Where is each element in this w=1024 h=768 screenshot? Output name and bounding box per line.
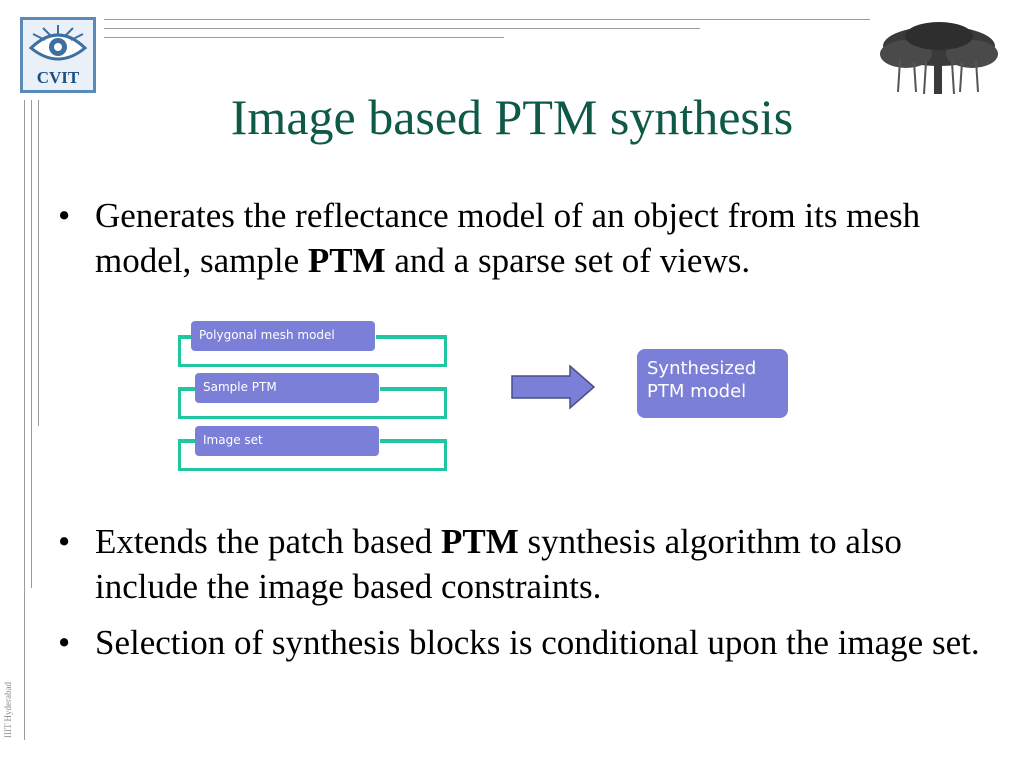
input-bracket [178,337,447,367]
input-bracket [178,441,447,471]
bracket-cap [380,439,447,443]
input-box-image-set: Image set [195,426,379,456]
tree-icon [876,16,1002,103]
bullet-marker: • [58,196,71,235]
input-bracket [178,389,447,419]
bracket-cap [376,335,447,339]
cvit-logo: CVIT [20,17,96,93]
eye-icon: CVIT [28,25,88,87]
output-line: PTM model [647,381,747,402]
logo-text: CVIT [37,68,80,87]
bullet-item: • Extends the patch based PTM synthesis … [58,519,998,609]
output-line: Synthesized [647,358,757,379]
input-box-sample-ptm: Sample PTM [195,373,379,403]
side-rule [38,100,39,426]
bullet-text: Selection of synthesis blocks is conditi… [95,623,980,662]
header-rule [104,37,504,38]
bullet-text: Extends the patch based PTM synthesis al… [95,522,902,606]
bracket-cap [380,387,447,391]
header-rule [104,19,870,20]
output-box: Synthesized PTM model [637,349,788,418]
bracket-cap [178,387,196,391]
watermark-text: IIIT Hyderabad [3,681,14,739]
right-arrow-icon [511,364,596,410]
bullet-marker: • [58,522,71,561]
side-rule [24,100,25,740]
bullet-item: • Selection of synthesis blocks is condi… [58,620,998,665]
slide-title: Image based PTM synthesis [230,89,794,145]
input-box-mesh: Polygonal mesh model [191,321,375,351]
bracket-cap [178,335,194,339]
header-rule [104,28,700,29]
side-rule [31,100,32,588]
bullet-item: • Generates the reflectance model of an … [58,193,998,283]
bracket-cap [178,439,196,443]
bullet-text: Generates the reflectance model of an ob… [95,196,921,280]
bullet-marker: • [58,623,71,662]
